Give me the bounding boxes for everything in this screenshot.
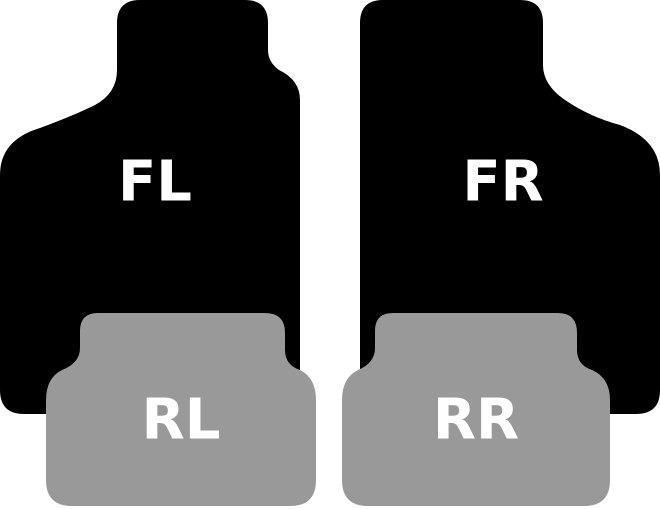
rear-left-mat: RL	[46, 313, 316, 506]
front-right-mat-label: FR	[462, 150, 543, 215]
rear-left-mat-label: RL	[142, 388, 221, 453]
rear-right-mat: RR	[342, 313, 610, 506]
rear-right-mat-label: RR	[433, 388, 519, 453]
rear-left-mat-shape	[46, 313, 316, 506]
rear-right-mat-shape	[342, 313, 610, 506]
front-right-mat: FR	[360, 0, 660, 414]
front-left-mat-shape	[0, 0, 300, 414]
front-left-mat-label: FL	[118, 150, 192, 215]
front-left-mat: FL	[0, 0, 300, 414]
front-right-mat-shape	[360, 0, 660, 414]
